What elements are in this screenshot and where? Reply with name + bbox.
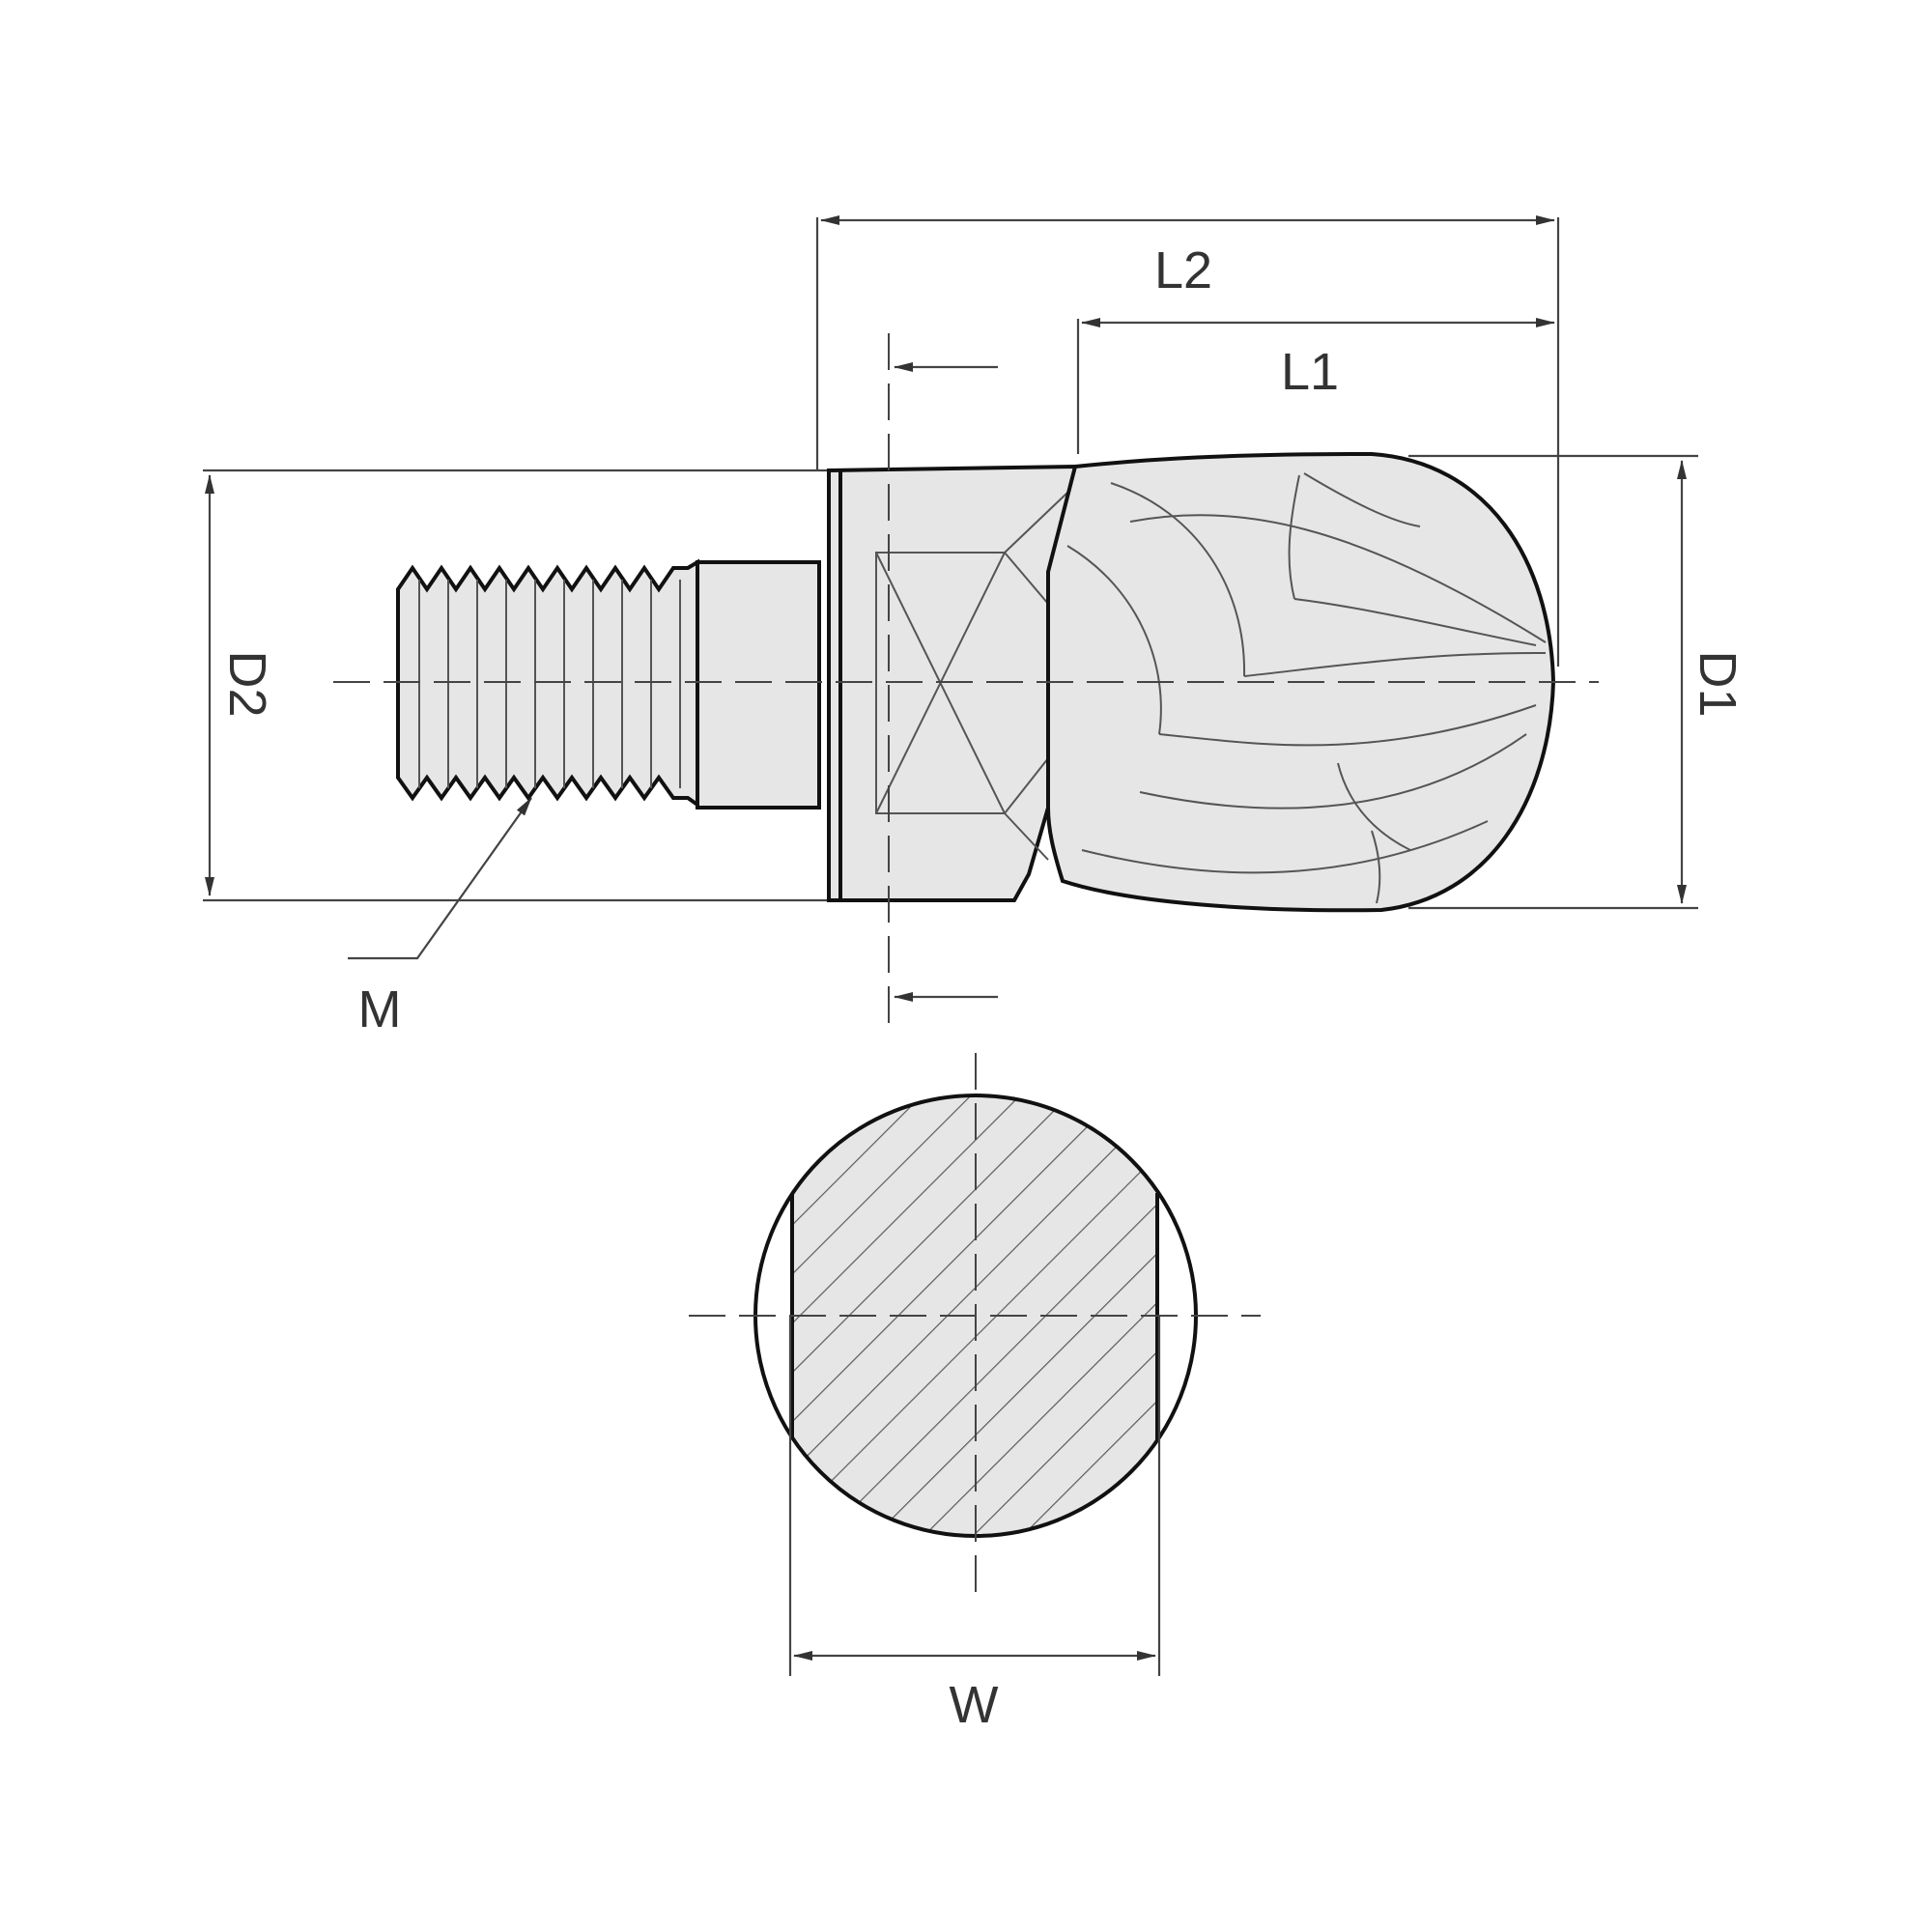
side-view: L2 L1 D2 D1 M xyxy=(203,215,1747,1038)
label-d2: D2 xyxy=(218,650,276,717)
label-w: W xyxy=(950,1676,999,1734)
threaded-shank xyxy=(396,558,699,809)
label-d1: D1 xyxy=(1689,650,1747,717)
shank-neck xyxy=(696,560,821,810)
label-m: M xyxy=(358,980,402,1038)
collar xyxy=(827,464,1115,902)
leader-m xyxy=(348,797,532,960)
section-view: W xyxy=(689,1053,1261,1734)
label-l1: L1 xyxy=(1281,343,1339,401)
extension-lines xyxy=(203,217,1698,910)
label-l2: L2 xyxy=(1154,242,1212,299)
